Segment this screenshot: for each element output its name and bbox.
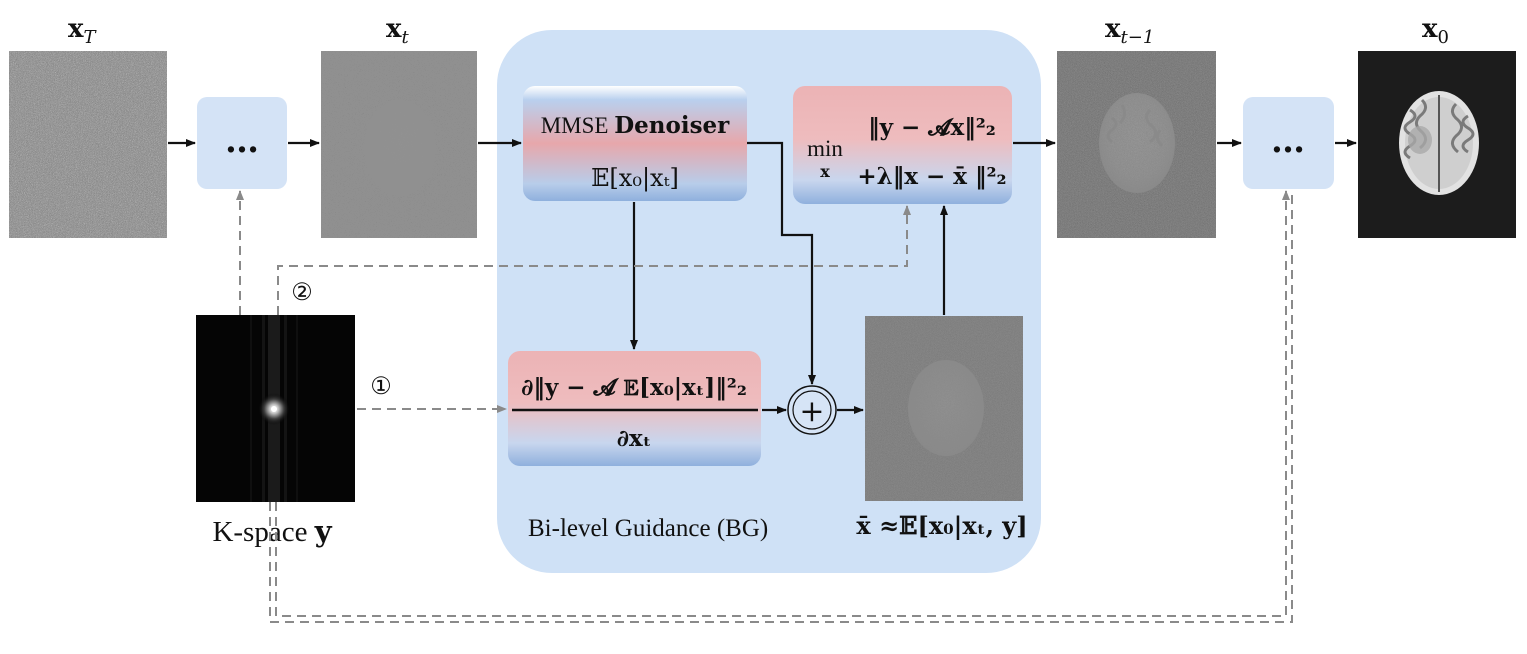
label-x-T: xT <box>68 14 98 48</box>
optimizer-min: min <box>807 136 843 161</box>
step-marker-1: ① <box>370 372 392 400</box>
image-x-t <box>321 51 477 238</box>
gradient-denominator: ∂xₜ <box>617 425 652 452</box>
optimizer-line1: ‖y − 𝓐x‖²₂ <box>868 114 996 141</box>
image-x-bar <box>865 316 1023 501</box>
optimizer-line2: +λ‖x − x̄ ‖²₂ <box>857 163 1006 190</box>
label-x-t-minus-1: xt−1 <box>1105 14 1154 48</box>
solid-arrows <box>168 139 1357 414</box>
bg-panel-caption: Bi-level Guidance (BG) <box>528 515 768 542</box>
kspace-caption: K-space y <box>212 514 332 548</box>
denoiser-box <box>523 86 747 201</box>
ellipsis-right: … <box>1271 121 1305 161</box>
optimizer-box <box>793 86 1012 204</box>
dashed-kspace-to-right-dots-b <box>275 190 1290 617</box>
sum-node-outer <box>787 385 837 435</box>
gradient-numerator: ∂‖y − 𝓐 𝔼[x₀|xₜ]‖²₂ <box>521 374 747 401</box>
label-x-0: x0 <box>1422 14 1449 48</box>
dashed-kspace-to-optimizer <box>277 205 911 315</box>
arrow-denoiser-to-sum <box>747 141 816 385</box>
image-x-T <box>9 51 167 238</box>
image-x-0 <box>1358 51 1516 238</box>
dashed-kspace-to-right-dots-a <box>269 191 1293 623</box>
label-x-t: xt <box>386 14 410 48</box>
denoiser-expr: 𝔼[x₀|xₜ] <box>591 164 679 193</box>
denoiser-title: MMSE Denoiser <box>541 112 730 139</box>
dashed-arrows <box>236 190 1293 623</box>
ellipsis-box-left <box>197 97 287 189</box>
gradient-box <box>508 351 761 466</box>
sum-node-inner <box>792 390 832 430</box>
step-marker-2: ② <box>291 278 313 306</box>
image-kspace <box>196 315 355 502</box>
x-bar-caption: x̄ ≈𝔼[x₀|xₜ, y] <box>856 511 1027 540</box>
ellipsis-box-right <box>1243 97 1334 189</box>
image-x-t-minus-1 <box>1057 51 1216 238</box>
optimizer-min-sub: x <box>820 162 830 181</box>
ellipsis-left: … <box>225 121 259 161</box>
sum-symbol: + <box>799 394 824 429</box>
